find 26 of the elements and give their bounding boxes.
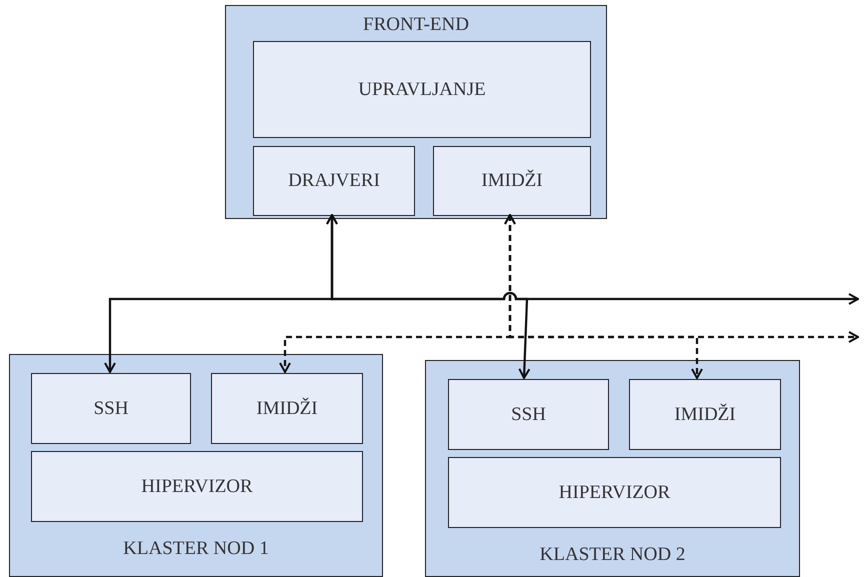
component-box — [31, 373, 191, 444]
group-title: KLASTER NOD 2 — [540, 544, 686, 565]
component-label: SSH — [94, 398, 128, 420]
group-title: KLASTER NOD 1 — [123, 538, 269, 559]
component-box — [253, 146, 415, 216]
component-box — [629, 379, 781, 450]
component-label: IMIDŽI — [256, 398, 318, 420]
group-box — [9, 354, 383, 577]
component-box — [433, 146, 591, 216]
component-label: UPRAVLJANJE — [358, 78, 486, 100]
component-label: HIPERVIZOR — [141, 476, 253, 498]
component-box — [253, 41, 591, 138]
component-box — [31, 451, 363, 522]
group-box — [225, 5, 607, 219]
group-title: FRONT-END — [363, 14, 469, 35]
component-label: IMIDŽI — [674, 404, 736, 426]
component-box — [448, 379, 609, 450]
arrow — [326, 214, 530, 379]
component-label: DRAJVERI — [288, 170, 380, 192]
component-box — [448, 457, 781, 528]
dashed-arrow — [504, 214, 703, 379]
component-label: HIPERVIZOR — [558, 482, 670, 504]
component-label: IMIDŽI — [481, 170, 543, 192]
component-label: SSH — [511, 404, 546, 426]
group-box — [425, 360, 800, 577]
component-box — [211, 373, 363, 444]
